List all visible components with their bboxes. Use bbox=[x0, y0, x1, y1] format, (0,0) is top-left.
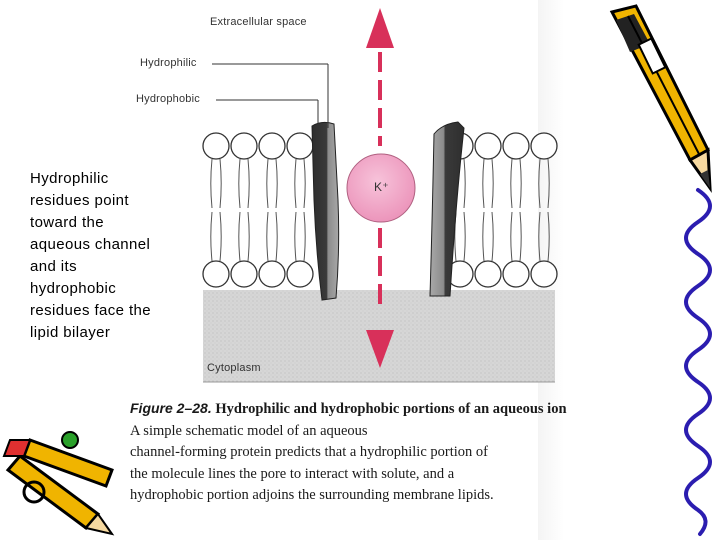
lipid-tail bbox=[210, 158, 213, 209]
lipid-tail bbox=[294, 158, 297, 209]
hydrophobic-label: Hydrophobic bbox=[136, 93, 200, 105]
lipid-head bbox=[286, 132, 314, 160]
lipid-tail bbox=[510, 211, 513, 262]
lipid-head bbox=[530, 132, 558, 160]
extracellular-space-label: Extracellular space bbox=[210, 16, 307, 28]
lipid-tail bbox=[303, 158, 306, 209]
side-text-line: toward the bbox=[30, 214, 105, 231]
lipid-tail bbox=[247, 211, 250, 262]
lipid-tails-lower bbox=[210, 211, 550, 262]
lipid-tail bbox=[463, 211, 466, 262]
side-text-line: aqueous channel bbox=[30, 236, 151, 253]
lipid-head bbox=[502, 260, 530, 288]
lipid-tail bbox=[294, 211, 297, 262]
side-explanation: Hydrophilic residues point toward the aq… bbox=[30, 168, 190, 344]
pencil-icon bbox=[609, 4, 712, 194]
ion-flow-arrow bbox=[366, 8, 394, 368]
lipid-tail bbox=[482, 211, 485, 262]
ion-label: K⁺ bbox=[374, 180, 389, 194]
side-text-line: and its bbox=[30, 258, 77, 275]
lipid-tail bbox=[238, 211, 241, 262]
lipid-tail bbox=[519, 158, 522, 209]
lipid-tail bbox=[275, 158, 278, 209]
caption-line: channel-forming protein predicts that a … bbox=[130, 444, 488, 460]
channel-protein-right bbox=[429, 121, 465, 297]
lipid-tail bbox=[238, 158, 241, 209]
lipid-tail bbox=[266, 158, 269, 209]
lipid-tail bbox=[210, 211, 213, 262]
lipid-head bbox=[474, 260, 502, 288]
lipid-head bbox=[286, 260, 314, 288]
side-text-line: residues face the bbox=[30, 302, 152, 319]
lipid-tail bbox=[538, 211, 541, 262]
lipid-heads-lower bbox=[202, 260, 558, 288]
caption-line: A simple schematic model of an aqueous bbox=[130, 422, 368, 439]
lipid-tail bbox=[491, 158, 494, 209]
lipid-tail bbox=[303, 211, 306, 262]
side-text-line: lipid bilayer bbox=[30, 324, 111, 341]
lipid-head bbox=[230, 260, 258, 288]
lipid-head bbox=[474, 132, 502, 160]
lipid-head bbox=[530, 260, 558, 288]
lipid-tail bbox=[519, 211, 522, 262]
potassium-ion bbox=[346, 153, 416, 223]
lipid-tail bbox=[266, 211, 269, 262]
lipid-tail bbox=[482, 158, 485, 209]
lipid-tail bbox=[275, 211, 278, 262]
lipid-head bbox=[202, 132, 230, 160]
lipid-tail bbox=[463, 158, 466, 209]
squiggle-border-icon bbox=[684, 188, 712, 536]
lipid-head bbox=[202, 260, 230, 288]
lipid-tail bbox=[247, 158, 250, 209]
lipid-tail bbox=[219, 211, 222, 262]
lipid-head bbox=[258, 260, 286, 288]
side-text-line: Hydrophilic bbox=[30, 170, 109, 187]
side-text-line: hydrophobic bbox=[30, 280, 117, 297]
hydrophilic-label: Hydrophilic bbox=[140, 57, 197, 69]
side-text-line: residues point bbox=[30, 192, 129, 209]
lipid-tail bbox=[538, 158, 541, 209]
lipid-tail bbox=[547, 211, 550, 262]
figure-caption: Figure 2–28. Hydrophilic and hydrophobic… bbox=[130, 398, 570, 507]
lipid-tail bbox=[491, 211, 494, 262]
lipid-head bbox=[258, 132, 286, 160]
figure-number: Figure 2–28. bbox=[130, 400, 212, 416]
crayon-pair-icon bbox=[2, 431, 115, 536]
caption-line: the molecule lines the pore to interact … bbox=[130, 465, 455, 482]
cytoplasm-label: Cytoplasm bbox=[207, 362, 261, 374]
caption-line: hydrophobic portion adjoins the surround… bbox=[130, 487, 494, 503]
lipid-head bbox=[230, 132, 258, 160]
lipid-tail bbox=[547, 158, 550, 209]
lipid-tail bbox=[510, 158, 513, 209]
lipid-tail bbox=[219, 158, 222, 209]
lipid-head bbox=[502, 132, 530, 160]
channel-protein-left bbox=[311, 121, 340, 301]
figure-title: Hydrophilic and hydrophobic portions of … bbox=[215, 401, 570, 417]
